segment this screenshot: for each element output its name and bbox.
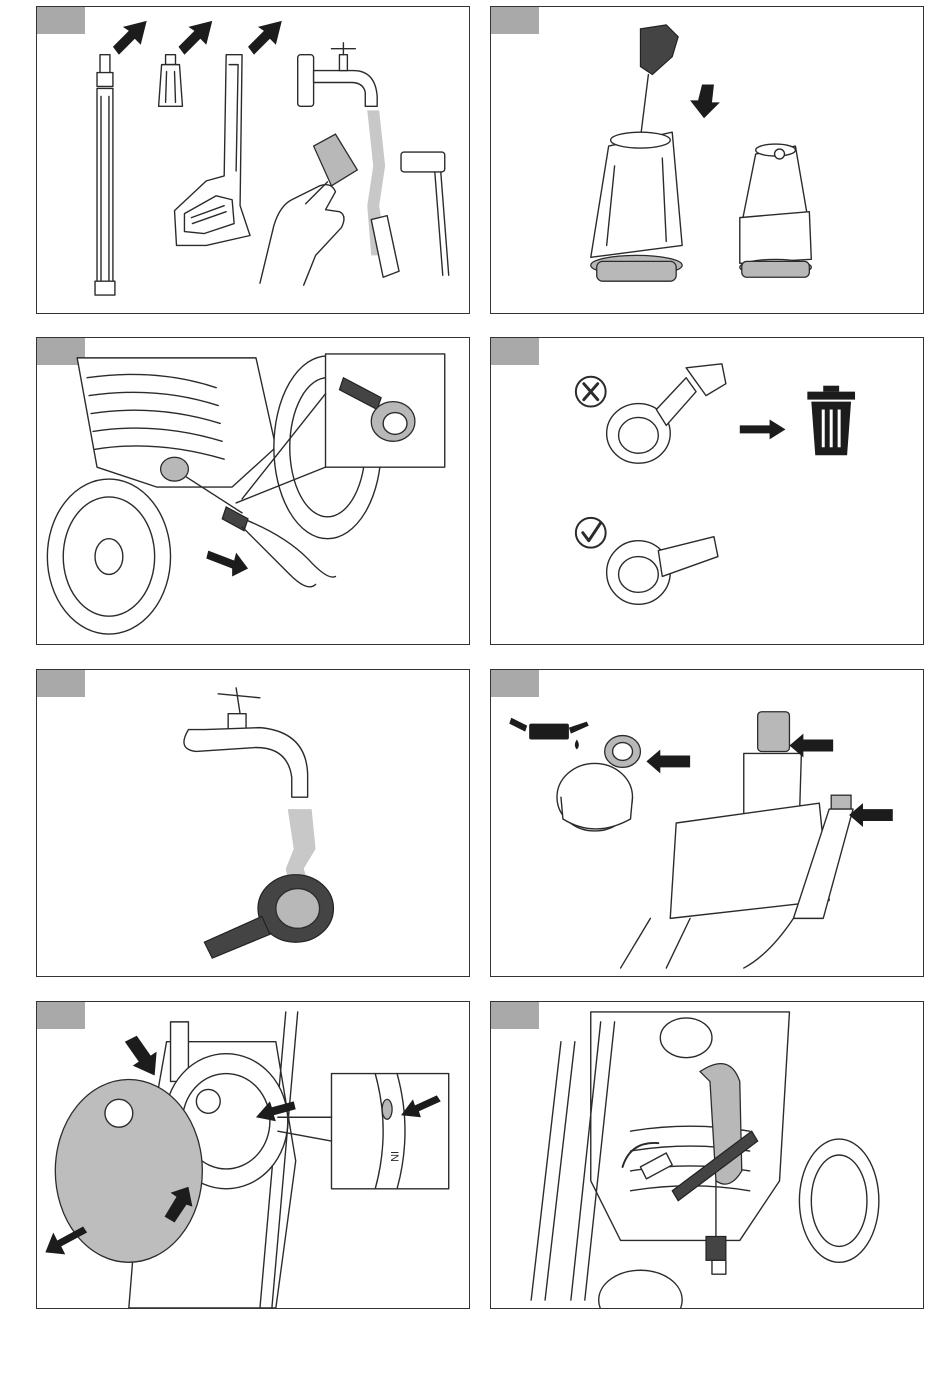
illustration-hose-storage: [491, 1002, 923, 1308]
panel-6: [490, 669, 924, 977]
oil-can-icon: [509, 718, 588, 750]
arrow-discard: [740, 419, 786, 439]
illustration-filter-rinse: [37, 670, 469, 976]
arrow-insert: [690, 84, 720, 118]
lance-illustration: [95, 55, 115, 295]
panel-7: IN: [36, 1001, 470, 1309]
illustration-nozzle-cleaning: [491, 7, 923, 313]
trash-bin-icon: [807, 386, 855, 456]
arrow-lance-tip: [849, 803, 893, 827]
tap-illustration: [298, 43, 377, 107]
filter-illustration: [204, 875, 333, 958]
inset-label-in: IN: [388, 1151, 400, 1162]
arrow-nozzle: [178, 21, 212, 55]
arrow-hose-connector: [646, 749, 690, 773]
arrow-gun: [248, 21, 282, 55]
illustration-cleaning-parts: [37, 7, 469, 313]
nozzle-side-illustration: [740, 144, 812, 277]
tap-illustration: [184, 688, 308, 797]
panel-8: [490, 1001, 924, 1309]
panel-2: [490, 6, 924, 314]
illustration-lubrication: [491, 670, 923, 976]
arrow-lance: [113, 21, 147, 55]
reject-mark-icon: [576, 377, 606, 407]
panel-5: [36, 669, 470, 977]
hand-cloth-illustration: [260, 134, 357, 285]
water-inlet: [161, 457, 189, 481]
detail-inset: IN: [278, 1074, 449, 1189]
accept-mark-icon: [576, 518, 606, 548]
nozzle-front-illustration: [591, 132, 682, 281]
illustration-side-cover: IN: [37, 1002, 469, 1308]
wheel-left: [47, 479, 170, 634]
nozzle-illustration: [159, 55, 183, 107]
hose-connector-illustration: [557, 736, 640, 831]
illustration-filter-removal: [37, 338, 469, 644]
arrow-pull: [206, 551, 248, 577]
panel-4: [490, 337, 924, 645]
panel-1: [36, 6, 470, 314]
good-filter-illustration: [607, 537, 718, 605]
panel-3: [36, 337, 470, 645]
illustration-filter-check: [491, 338, 923, 644]
cleaning-needle-illustration: [640, 25, 678, 138]
damaged-filter-illustration: [607, 364, 726, 463]
spray-gun-illustration: [175, 55, 251, 246]
arrow-top-clip: [125, 1036, 157, 1076]
